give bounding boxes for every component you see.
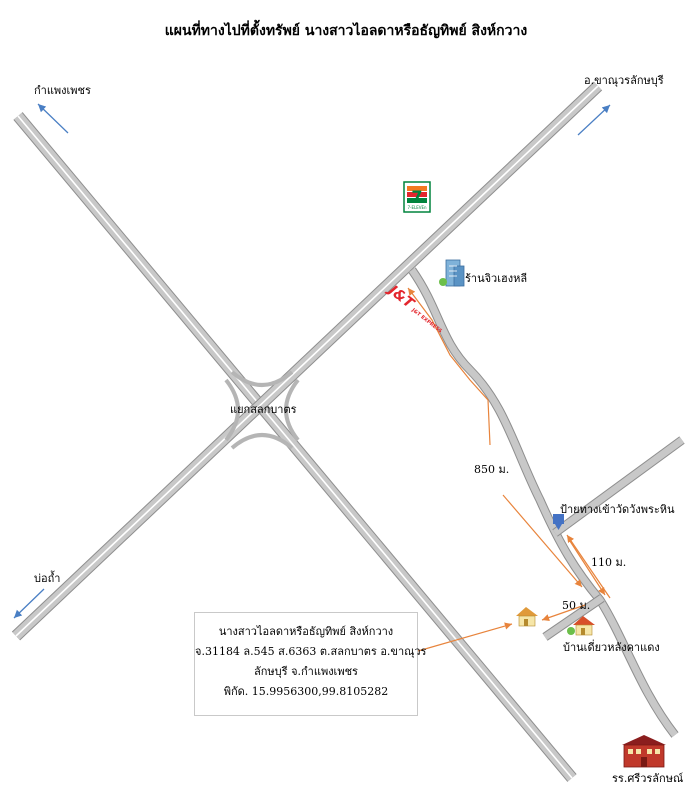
label-kamphaeng-phet: กำแพงเพชร xyxy=(34,84,91,97)
house-lane-road xyxy=(542,594,605,641)
side-road xyxy=(408,267,679,738)
highway-kamphaengphet-road xyxy=(13,112,577,782)
building-icon xyxy=(439,259,465,287)
temple-sign-marker xyxy=(553,514,564,530)
property-info-box: นางสาวไอลดาหรือธัญทิพย์ สิงห์กวาง จ.3118… xyxy=(194,612,427,716)
label-school: รร.ศรีวรลักษณ์ xyxy=(612,772,683,785)
info-coordinates: พิกัด. 15.9956300,99.8105282 xyxy=(223,685,389,698)
label-distance-110: 110 ม. xyxy=(591,556,626,569)
info-province: ลักษบุรี จ.กำแพงเพชร xyxy=(254,665,358,678)
route-arrow-110m-back xyxy=(567,537,606,596)
info-deed-address: จ.31184 ล.545 ส.6363 ต.สลกบาตร อ.ขาณุวร xyxy=(195,645,427,658)
label-distance-50: 50 ม. xyxy=(562,599,590,612)
label-village: บ้านเดี่ยวหลังคาแดง xyxy=(563,639,660,654)
label-distance-850: 850 ม. xyxy=(474,463,509,476)
label-intersection: แยกสลกบาตร xyxy=(230,403,297,416)
direction-arrow-khanu xyxy=(577,104,611,136)
temple-branch-road xyxy=(552,436,685,537)
info-pointer-arrow xyxy=(417,622,513,652)
svg-text:7-ELEVEn: 7-ELEVEn xyxy=(407,205,427,210)
direction-arrow-botham xyxy=(13,588,45,619)
route-arrow-50m xyxy=(541,604,586,622)
house-icon xyxy=(516,607,538,627)
school-building-icon xyxy=(622,735,666,768)
route-arrow-850m xyxy=(502,494,583,588)
seven-eleven-logo: 7 7-ELEVEn xyxy=(403,181,431,213)
highway-khanu-road xyxy=(11,81,603,641)
red-roof-house-icon xyxy=(567,616,595,636)
label-temple-sign: ป้ายทางเข้าวัดวังพระหิน xyxy=(560,503,675,516)
svg-text:7: 7 xyxy=(411,187,422,206)
route-arrow-to-highway xyxy=(407,287,491,446)
direction-arrow-kamphaengphet xyxy=(37,103,69,134)
intersection-junction xyxy=(224,370,300,450)
label-bo-tham: บ่อถ้ำ xyxy=(34,570,60,585)
jt-express-logo: J&T J&T EXPRESS xyxy=(383,281,443,335)
label-shop: ร้านจิวเฮงหลี xyxy=(465,272,527,285)
map-title: แผนที่ทางไปที่ตั้งทรัพย์ นางสาวไอลดาหรือ… xyxy=(165,19,528,39)
info-owner-name: นางสาวไอลดาหรือธัญทิพย์ สิงห์กวาง xyxy=(218,625,394,638)
label-khanu: อ.ขาณุวรลักษบุรี xyxy=(584,74,664,87)
